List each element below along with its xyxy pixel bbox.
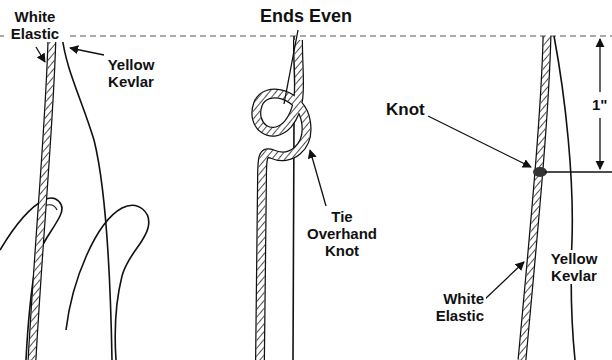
part-label: 1" xyxy=(590,96,609,113)
rope-outline xyxy=(522,36,547,360)
leader-line xyxy=(484,262,524,300)
rope-outline xyxy=(256,40,306,360)
leader-line xyxy=(70,48,104,55)
rope-fill xyxy=(522,36,547,360)
dimension-arrow xyxy=(599,39,600,92)
part-label: Yellow Kevlar xyxy=(98,56,164,90)
part-label: Tie Overhand Knot xyxy=(300,208,384,259)
finger xyxy=(66,205,149,360)
white-elastic-left xyxy=(32,36,52,360)
leader-line xyxy=(284,30,298,104)
knot-dot xyxy=(533,167,547,177)
rope-fill xyxy=(32,36,52,360)
part-label: Yellow Kevlar xyxy=(540,250,608,284)
part-label: White Elastic xyxy=(416,290,486,324)
part-label: Ends Even xyxy=(258,6,354,26)
dimension-arrow xyxy=(599,118,600,169)
part-label: Knot xyxy=(384,100,427,119)
rope-hatch xyxy=(256,40,306,360)
leader-line xyxy=(36,47,45,62)
rope-fill xyxy=(256,40,306,360)
overhand-knot xyxy=(256,40,306,360)
leader-line xyxy=(310,150,326,206)
rope-hatch xyxy=(522,36,547,360)
ends-line xyxy=(0,36,612,37)
rope-outline xyxy=(32,36,52,360)
yellow-kevlar-right xyxy=(554,36,575,360)
leader-line xyxy=(428,116,531,167)
part-label: White Elastic xyxy=(4,8,66,42)
dimension-line xyxy=(545,171,612,172)
white-elastic-right xyxy=(522,36,547,360)
rope-hatch xyxy=(32,36,52,360)
